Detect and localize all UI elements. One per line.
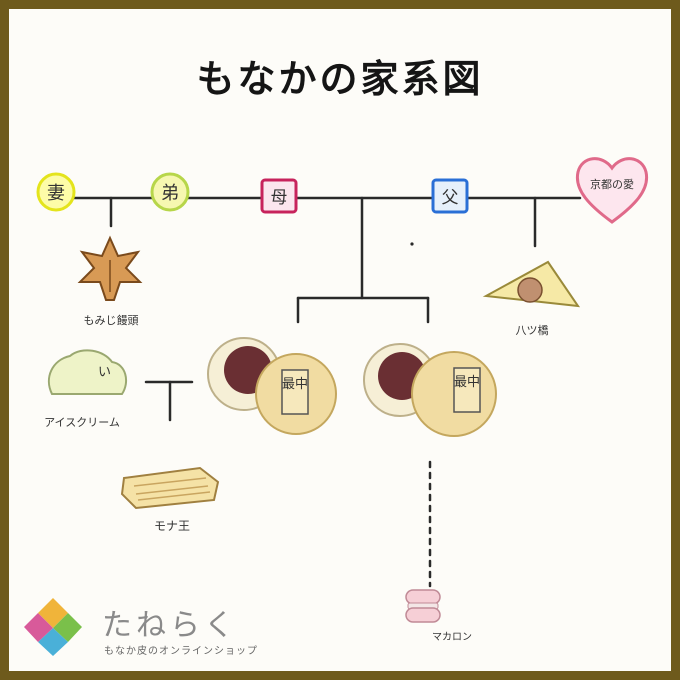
brand-name: たねらく <box>102 608 238 643</box>
macaron-label: マカロン <box>432 631 472 643</box>
momiji-label: もみじ饅頭 <box>84 313 139 327</box>
icecream-scoop-icon <box>47 349 128 395</box>
page-title: もなかの家系図 <box>196 57 484 101</box>
item-icecream: い アイスクリーム <box>44 349 128 429</box>
kyoto-love-label: 京都の愛 <box>590 177 634 191</box>
item-monaka-2: 最中 <box>363 343 497 437</box>
node-father: 父 <box>431 178 469 214</box>
icecream-label: アイスクリーム <box>44 416 120 429</box>
yatsuhashi-label: 八ツ橋 <box>516 323 549 337</box>
pencil-dot <box>410 242 414 246</box>
monao-wafer-icon <box>120 466 220 510</box>
monao-label: モナ王 <box>154 519 190 533</box>
monaka1-label: 最中 <box>282 377 308 392</box>
brand-logo-icon <box>24 598 82 656</box>
item-monao: モナ王 <box>120 466 220 533</box>
brother-label: 弟 <box>161 183 179 204</box>
item-yatsuhashi: 八ツ橋 <box>482 260 581 337</box>
mother-label: 母 <box>271 188 288 208</box>
item-monaka-1: 最中 <box>207 337 337 435</box>
heart-icon <box>575 157 649 224</box>
item-macaron: マカロン <box>405 589 472 643</box>
wife-label: 妻 <box>47 183 65 204</box>
item-momiji-manju: もみじ饅頭 <box>77 235 143 327</box>
monaka2-label: 最中 <box>454 375 480 390</box>
brand-area: たねらく もなか皮のオンラインショップ <box>22 596 322 666</box>
tree-lines <box>72 196 582 588</box>
node-mother: 母 <box>260 178 298 214</box>
node-wife: 妻 <box>36 172 76 212</box>
macaron-top-icon <box>405 589 441 605</box>
svg-text:い: い <box>98 365 111 380</box>
brand-tagline: もなか皮のオンラインショップ <box>104 646 258 657</box>
node-kyoto-love: 京都の愛 <box>575 157 649 224</box>
node-brother: 弟 <box>150 172 190 212</box>
father-label: 父 <box>442 188 459 208</box>
